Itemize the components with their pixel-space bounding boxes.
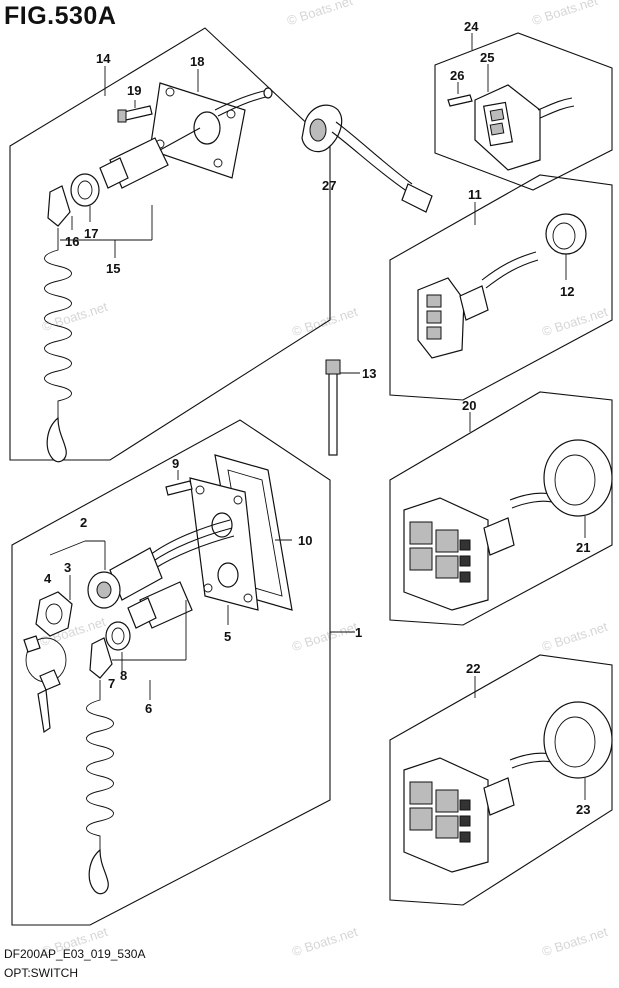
callout-2: 2 <box>80 515 87 530</box>
part-27-sensor <box>301 104 433 213</box>
callout-5: 5 <box>224 629 231 644</box>
callout-20: 20 <box>462 398 476 413</box>
callout-23: 23 <box>576 802 590 817</box>
callout-22: 22 <box>466 661 480 676</box>
callout-18: 18 <box>190 54 204 69</box>
callout-26: 26 <box>450 68 464 83</box>
callout-21: 21 <box>576 540 590 555</box>
group-box-22 <box>389 654 613 906</box>
callout-6: 6 <box>145 701 152 716</box>
group-box-1 <box>11 419 355 926</box>
part-13-cable-tie <box>325 359 360 456</box>
group-box-24 <box>434 32 613 191</box>
callout-11: 11 <box>468 187 482 202</box>
callout-9: 9 <box>172 456 179 471</box>
group-box-14 <box>9 27 331 463</box>
callout-12: 12 <box>560 284 574 299</box>
figure-title: FIG.530A <box>4 2 117 30</box>
callout-10: 10 <box>298 533 312 548</box>
callout-4: 4 <box>44 571 52 586</box>
callout-labels: 1 2 3 4 5 6 7 8 9 10 11 12 13 14 15 16 1… <box>44 19 590 817</box>
footer-figure-code: DF200AP_E03_019_530A <box>4 947 146 961</box>
footer-section-name: OPT:SWITCH <box>4 966 78 980</box>
callout-13: 13 <box>362 366 376 381</box>
callout-27: 27 <box>322 178 336 193</box>
group-box-20 <box>389 391 613 626</box>
callout-16: 16 <box>65 234 79 249</box>
callout-3: 3 <box>64 560 71 575</box>
callout-1: 1 <box>355 625 362 640</box>
group-box-11 <box>389 174 613 401</box>
callout-17: 17 <box>84 226 98 241</box>
callout-25: 25 <box>480 50 494 65</box>
callout-24: 24 <box>464 19 479 34</box>
callout-14: 14 <box>96 51 111 66</box>
callout-15: 15 <box>106 261 120 276</box>
callout-8: 8 <box>120 668 127 683</box>
callout-7: 7 <box>108 676 115 691</box>
callout-19: 19 <box>127 83 141 98</box>
